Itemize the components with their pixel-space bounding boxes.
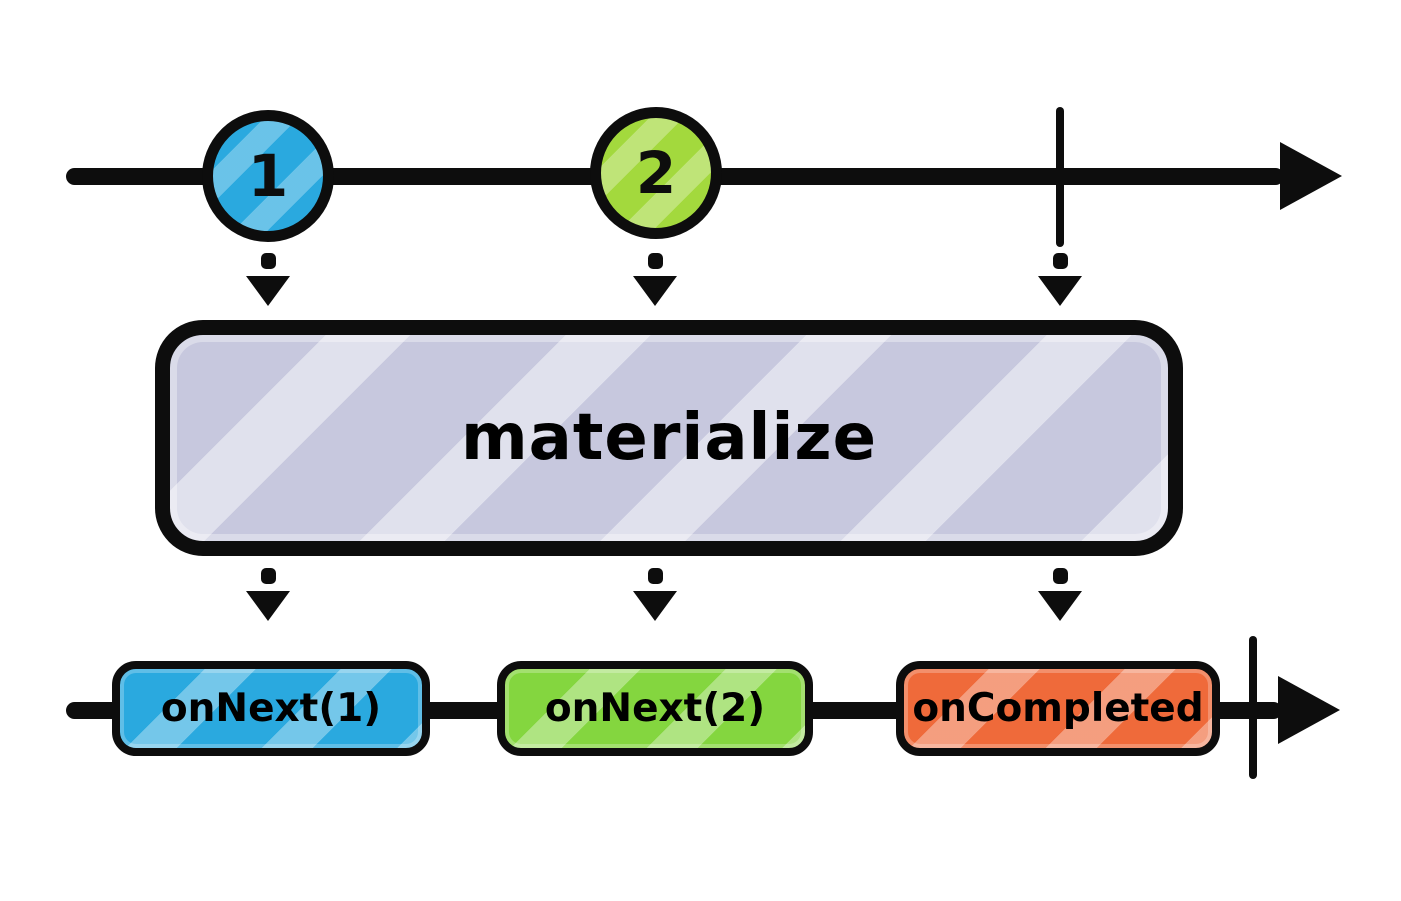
down-arrow-icon (633, 568, 677, 621)
arrow-head-icon (1038, 276, 1082, 306)
source-timeline-arrowhead-icon (1280, 142, 1342, 210)
event-box-oncompleted: onCompleted (896, 661, 1220, 756)
arrow-head-icon (246, 276, 290, 306)
arrow-dash (1052, 253, 1068, 269)
event-box-onnext-1: onNext(1) (112, 661, 430, 756)
down-arrow-icon (246, 568, 290, 621)
arrow-dash (1052, 568, 1068, 584)
marble-1: 1 (202, 110, 334, 242)
arrow-dash (647, 568, 663, 584)
marble-2: 2 (590, 107, 722, 239)
output-complete-tick (1249, 636, 1257, 779)
arrow-dash (260, 253, 276, 269)
source-complete-tick (1056, 107, 1064, 247)
marble-2-label: 2 (635, 139, 677, 207)
down-arrow-icon (1038, 253, 1082, 306)
arrow-dash (260, 568, 276, 584)
down-arrow-icon (246, 253, 290, 306)
event-onnext-1-label: onNext(1) (160, 686, 382, 731)
down-arrow-icon (1038, 568, 1082, 621)
event-oncompleted-label: onCompleted (912, 686, 1204, 731)
arrow-head-icon (246, 591, 290, 621)
marble-1-label: 1 (247, 142, 289, 210)
arrow-dash (647, 253, 663, 269)
down-arrow-icon (633, 253, 677, 306)
operator-box: materialize (155, 320, 1183, 556)
event-onnext-2-label: onNext(2) (544, 686, 766, 731)
arrow-head-icon (1038, 591, 1082, 621)
operator-label: materialize (460, 401, 878, 475)
arrow-head-icon (633, 276, 677, 306)
output-timeline-arrowhead-icon (1278, 676, 1340, 744)
event-box-onnext-2: onNext(2) (497, 661, 813, 756)
arrow-head-icon (633, 591, 677, 621)
